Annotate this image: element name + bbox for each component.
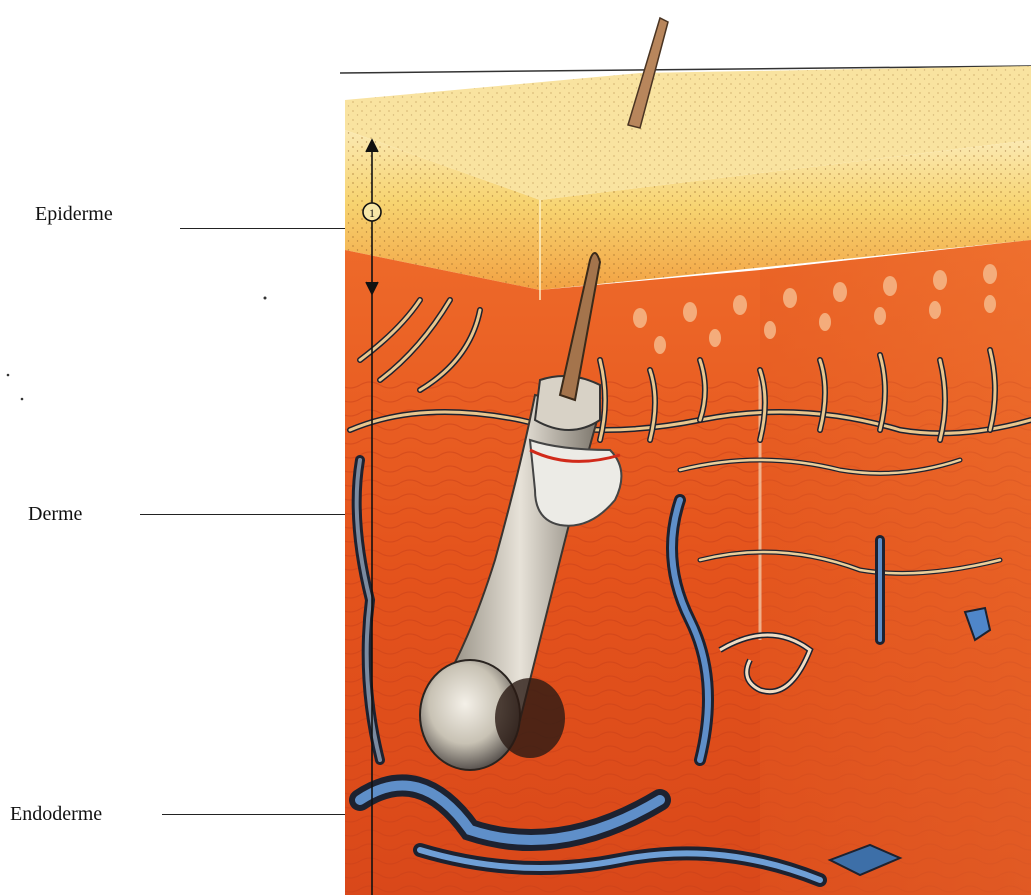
- layer-marker-number: 1: [369, 206, 375, 220]
